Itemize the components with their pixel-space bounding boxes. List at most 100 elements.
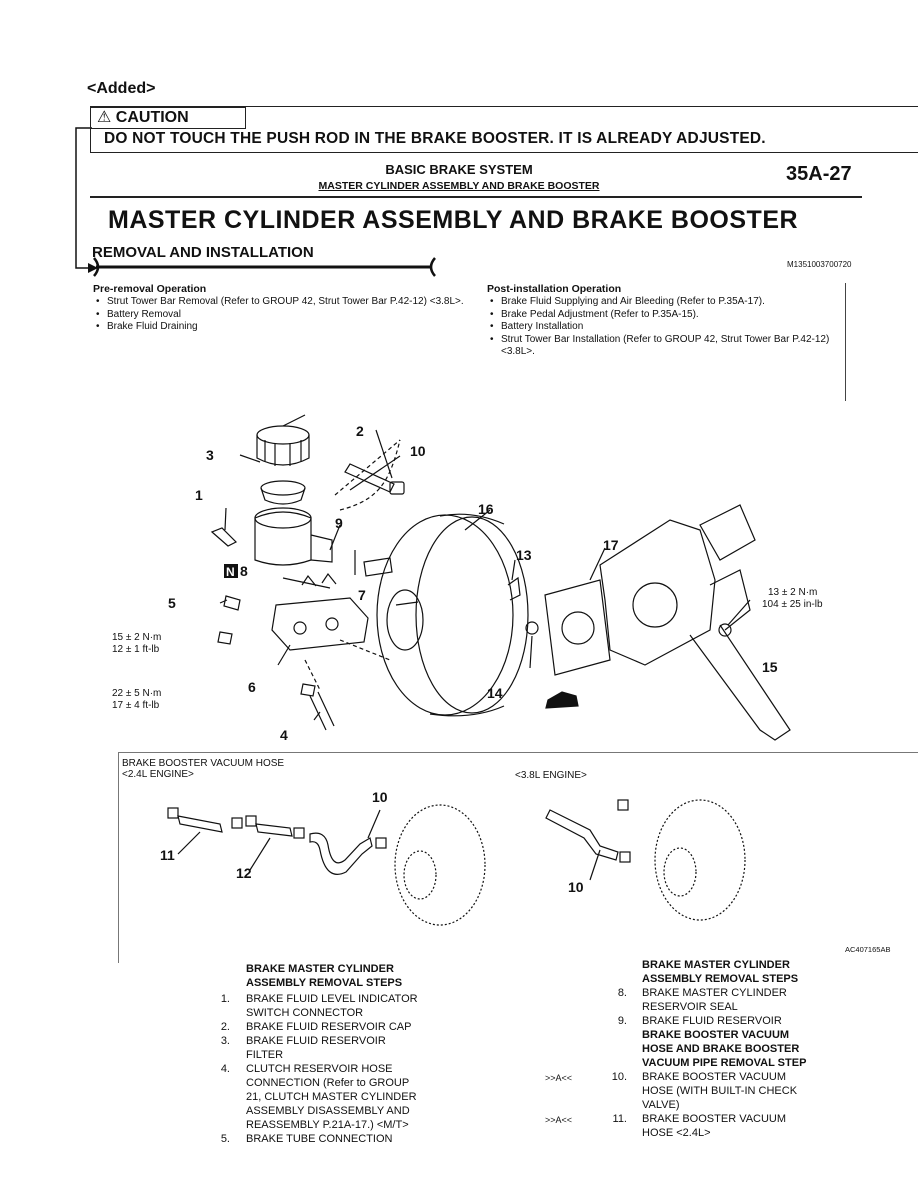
list-item: Battery Removal [93,309,473,322]
caution-top-rule [90,106,918,107]
added-label: <Added> [87,80,156,97]
steps-heading: BRAKE MASTER CYLINDER [246,963,394,975]
list-item: Brake Fluid Supplying and Air Bleeding (… [487,296,837,309]
step-number: 9. [617,1015,627,1027]
section-header: BASIC BRAKE SYSTEM [385,162,533,177]
svg-text:3: 3 [206,447,214,463]
svg-text:N: N [226,565,235,579]
page-title: MASTER CYLINDER ASSEMBLY AND BRAKE BOOST… [108,206,799,234]
step-number: 1. [220,993,230,1005]
removal-steps-right: BRAKE MASTER CYLINDER ASSEMBLY REMOVAL S… [545,958,915,1188]
svg-text:14: 14 [487,685,503,701]
engine-38-label: <3.8L ENGINE> [515,770,587,781]
torque-5-nm: 15 ± 2 N·m [112,632,161,643]
list-item: Battery Installation [487,321,837,334]
step-number: 11. [612,1113,627,1125]
svg-text:1: 1 [195,487,203,503]
torque-4-ftlb: 17 ± 4 ft-lb [112,700,160,711]
torque-4-nm: 22 ± 5 N·m [112,688,161,699]
removal-steps-left: BRAKE MASTER CYLINDER ASSEMBLY REMOVAL S… [210,962,510,1188]
caution-heading: CAUTION [115,109,189,126]
header-rule [90,196,862,198]
step-text: BRAKE FLUID RESERVOIR [642,1015,782,1027]
subtitle-bracket-rule [93,257,436,277]
svg-text:13: 13 [516,547,532,563]
figure-code: AC407165AB [845,945,891,954]
svg-text:2: 2 [356,423,364,439]
step-text: HOSE (WITH BUILT-IN CHECK [642,1085,798,1097]
exploded-diagram: 2 3 1 10 9 16 13 17 7 5 6 4 14 15 N 8 15… [112,414,823,743]
svg-text:10: 10 [372,789,388,805]
caution-left-rule [90,120,91,153]
svg-text:15: 15 [762,659,778,675]
step-text: HOSE <2.4L> [642,1127,711,1139]
engine-24-label: <2.4L ENGINE> [122,769,194,780]
step-text: FILTER [246,1049,284,1061]
step-text: BRAKE TUBE CONNECTION [246,1133,393,1145]
vacuum-hose-diagram: 11 12 10 10 [160,789,746,926]
svg-text:17: 17 [603,537,619,553]
step-text: BRAKE BOOSTER VACUUM [642,1113,787,1125]
steps-heading: ASSEMBLY REMOVAL STEPS [642,973,799,985]
pre-removal-list: Strut Tower Bar Removal (Refer to GROUP … [93,296,473,334]
step-number: 5. [220,1133,230,1145]
step-text: ASSEMBLY DISASSEMBLY AND [246,1105,410,1117]
step-mark: >>A<< [545,1115,573,1125]
vacuum-hose-panel [118,752,918,963]
vacuum-hose-title: BRAKE BOOSTER VACUUM HOSE <2.4L ENGINE> [122,758,284,780]
steps-heading: HOSE AND BRAKE BOOSTER [642,1043,800,1055]
step-text: BRAKE FLUID RESERVOIR [246,1035,386,1047]
svg-text:5: 5 [168,595,176,611]
torque-15-nm: 13 ± 2 N·m [768,587,817,598]
list-item: Brake Fluid Draining [93,321,473,334]
step-text: SWITCH CONNECTOR [246,1007,364,1019]
svg-text:16: 16 [478,501,494,517]
step-text: REASSEMBLY P.21A-17.) <M/T> [246,1119,409,1131]
step-text: RESERVOIR SEAL [642,1001,738,1013]
doc-code: M1351003700720 [787,260,852,269]
step-number: 10. [611,1071,627,1083]
vacuum-hose-heading: BRAKE BOOSTER VACUUM HOSE [122,758,285,769]
step-number: 4. [220,1063,230,1075]
reservoir-cap-drawing [256,425,310,466]
torque-15-inlb: 104 ± 25 in-lb [762,599,823,610]
step-text: BRAKE MASTER CYLINDER [642,987,787,999]
step-text: BRAKE FLUID RESERVOIR CAP [246,1021,412,1033]
svg-text:12: 12 [236,865,252,881]
step-text: CONNECTION (Refer to GROUP [246,1077,410,1089]
warning-icon: ⚠ [97,109,112,126]
list-item: Brake Pedal Adjustment (Refer to P.35A-1… [487,309,837,322]
pre-removal-title: Pre-removal Operation [93,283,207,295]
step-number: 2. [220,1021,230,1033]
step-text: 21, CLUTCH MASTER CYLINDER [246,1091,417,1103]
svg-text:7: 7 [358,587,366,603]
svg-text:9: 9 [335,515,343,531]
caution-text: DO NOT TOUCH THE PUSH ROD IN THE BRAKE B… [104,130,766,147]
svg-text:11: 11 [160,847,175,863]
steps-heading: ASSEMBLY REMOVAL STEPS [246,977,403,989]
page-subtitle: REMOVAL AND INSTALLATION [92,244,314,261]
list-item: Strut Tower Bar Removal (Refer to GROUP … [93,296,473,309]
step-text: BRAKE BOOSTER VACUUM [642,1071,787,1083]
list-item: Strut Tower Bar Installation (Refer to G… [487,334,837,359]
step-text: CLUTCH RESERVOIR HOSE [246,1063,393,1075]
svg-text:8: 8 [240,563,248,579]
subsection-header: MASTER CYLINDER ASSEMBLY AND BRAKE BOOST… [318,180,600,192]
step-number: 3. [220,1035,230,1047]
step-number: 8. [617,987,627,999]
column-rule [845,283,846,401]
step-mark: >>A<< [545,1073,573,1083]
caution-box: ⚠ CAUTION [90,107,246,129]
caution-underline [90,152,918,153]
steps-heading: BRAKE BOOSTER VACUUM [642,1029,790,1041]
added-bracket-arrow [75,127,98,273]
svg-text:6: 6 [248,679,256,695]
post-installation-list: Brake Fluid Supplying and Air Bleeding (… [487,296,837,359]
post-installation-title: Post-installation Operation [487,283,622,295]
steps-heading: VACUUM PIPE REMOVAL STEP [642,1057,807,1069]
svg-text:4: 4 [280,727,288,743]
step-text: VALVE) [642,1099,680,1111]
svg-text:10: 10 [410,443,426,459]
torque-5-ftlb: 12 ± 1 ft-lb [112,644,160,655]
svg-text:10: 10 [568,879,584,895]
